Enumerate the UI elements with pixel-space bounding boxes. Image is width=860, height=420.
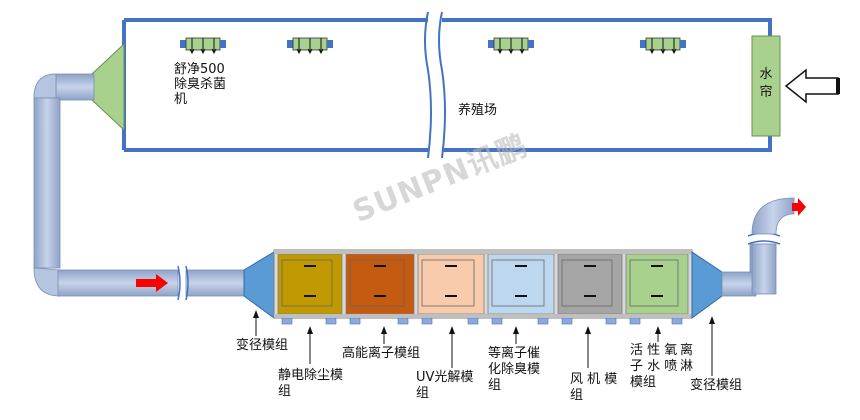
machine-label: 舒净500 除臭杀菌 机 [174,62,227,107]
pointer-line [513,326,519,344]
duct-segment [185,269,245,297]
pointer-line [449,326,455,368]
module-label-plasma: 等离子催 化除臭模 组 [488,346,541,393]
treatment-unit [273,249,693,325]
break-mark [438,11,446,159]
farm-label: 养殖场 [458,103,498,118]
module-label-transition-out: 变径模组 [690,378,743,393]
module-electrostatic [277,253,343,325]
module-fan [557,253,623,325]
duct-elbow [33,267,61,297]
break-mark [185,265,189,301]
outlet-transition [691,251,723,319]
module-label-fan: 风 机 模 组 [570,372,618,403]
deodorizer-machines [180,37,686,55]
duct-segment [33,97,61,269]
module-label-high-energy-ion: 高能离子模组 [342,346,421,361]
duct-segment [751,243,777,295]
pointer-line [709,316,715,376]
flow-arrow [136,274,168,292]
duct-segment [55,73,95,101]
duct-segment [721,271,757,297]
module-label-activated-spray: 活 性 氧 子 水 喷 模组 [630,343,678,390]
label-pointers [253,310,715,376]
pointer-line [585,326,591,368]
break-mark [177,265,181,301]
water-curtain [751,35,781,137]
module-uv-photolysis [417,253,485,325]
break-mark [424,11,432,159]
water-curtain-label: 水 帘 [759,67,773,100]
module-activated-spray [625,253,689,325]
pointer-line [307,326,313,364]
incoming-air-arrow [784,68,839,104]
pointer-line [253,310,259,336]
module-label-electrostatic: 静电除尘模 组 [278,368,344,399]
inlet-transition [243,251,275,319]
module-plasma-catalytic [487,253,555,325]
pointer-line [381,326,387,344]
module-label-uv: UV光解模 组 [416,370,474,401]
deodorizer-machine [640,37,686,55]
duct-elbow [751,197,795,235]
module-high-energy-ion [345,253,415,325]
deodorizer-machine [488,37,534,55]
deodorizer-machine [180,37,226,55]
flow-arrow [792,198,806,216]
deodorizer-machine [287,37,333,55]
module-label-transition-in: 变径模组 [236,338,289,353]
farm-house [122,11,772,159]
exhaust-hood [91,42,125,132]
pointer-line [655,326,661,342]
break-mark [747,240,781,245]
module-label-spray-extra: 离 淋 [680,343,694,374]
